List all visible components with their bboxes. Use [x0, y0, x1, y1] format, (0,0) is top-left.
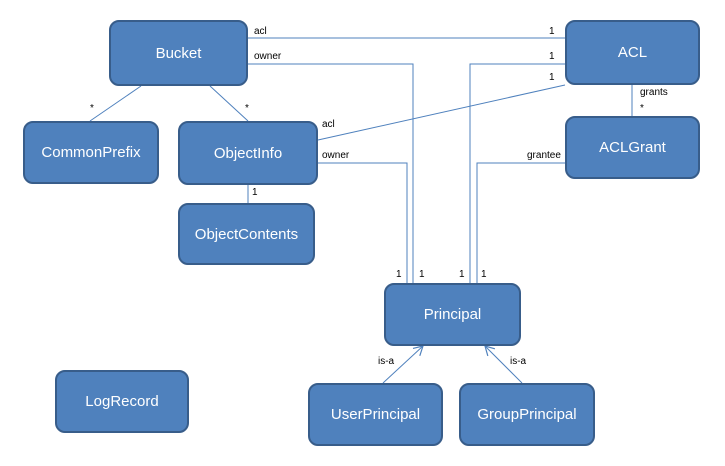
grantee-label: grantee: [527, 150, 561, 161]
edge-objectinfo-acl: [317, 84, 566, 141]
principal-multiplicity-4: 1: [481, 269, 487, 280]
edge-bucket-objectinfo: [209, 85, 249, 122]
edge-acl-principal: [469, 63, 565, 283]
edge-bucket-owner-principal: [248, 63, 414, 283]
edge-userprincipal-isa: [382, 345, 424, 384]
bucket-owner-label: owner: [254, 51, 282, 62]
edge-bucket-commonprefix: [89, 85, 142, 122]
bucket-acl-label: acl: [254, 26, 267, 37]
commonprefix-multiplicity: *: [90, 103, 94, 114]
objectcontents-multiplicity: 1: [252, 187, 258, 198]
bucket-node[interactable]: Bucket: [109, 20, 248, 86]
objectcontents-node[interactable]: ObjectContents: [178, 203, 315, 265]
principal-multiplicity-3: 1: [459, 269, 465, 280]
acl-principal-multiplicity: 1: [549, 51, 555, 62]
objectinfo-owner-label: owner: [322, 150, 350, 161]
edge-aclgrant-principal: [476, 162, 565, 283]
principal-multiplicity-1: 1: [396, 269, 402, 280]
grants-label: grants: [640, 87, 668, 98]
groupprincipal-node[interactable]: GroupPrincipal: [459, 383, 595, 446]
acl-node[interactable]: ACL: [565, 20, 700, 85]
userprincipal-isa-label: is-a: [378, 356, 395, 367]
grants-multiplicity: *: [640, 103, 644, 114]
objectinfo-acl-multiplicity: 1: [549, 72, 555, 83]
principal-node[interactable]: Principal: [384, 283, 521, 346]
edge-objectinfo-owner-principal: [318, 162, 408, 283]
commonprefix-node[interactable]: CommonPrefix: [23, 121, 159, 184]
userprincipal-node[interactable]: UserPrincipal: [308, 383, 443, 446]
logrecord-node[interactable]: LogRecord: [55, 370, 189, 433]
edge-groupprincipal-isa: [484, 345, 523, 384]
objectinfo-acl-label: acl: [322, 119, 335, 130]
objectinfo-node[interactable]: ObjectInfo: [178, 121, 318, 185]
principal-multiplicity-2: 1: [419, 269, 425, 280]
bucket-acl-multiplicity: 1: [549, 26, 555, 37]
groupprincipal-isa-label: is-a: [510, 356, 527, 367]
objectinfo-multiplicity: *: [245, 103, 249, 114]
aclgrant-node[interactable]: ACLGrant: [565, 116, 700, 179]
